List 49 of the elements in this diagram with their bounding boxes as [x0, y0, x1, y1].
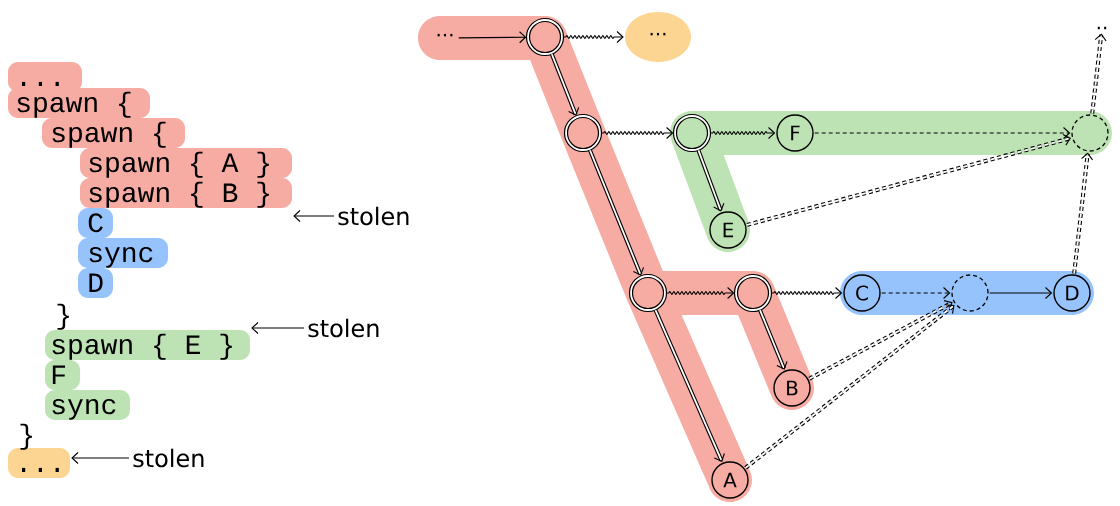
- arrow: [71, 451, 130, 465]
- blob: ···: [625, 12, 691, 62]
- arrow: [563, 30, 624, 44]
- arrow: [881, 286, 951, 300]
- arrow: [1090, 33, 1107, 115]
- annotation-text: stolen: [308, 318, 379, 338]
- arrow: [550, 53, 580, 116]
- code-line: sync: [89, 246, 153, 268]
- arrow: [251, 321, 305, 335]
- code-line: sync: [52, 398, 116, 420]
- code-line: spawn { B }: [89, 181, 269, 208]
- annotation-text: stolen: [338, 206, 409, 226]
- arrow: [989, 286, 1053, 300]
- arrow: [710, 126, 776, 140]
- code-line: spawn {: [52, 121, 166, 148]
- code-line: spawn {: [17, 91, 131, 118]
- code-line: D: [89, 273, 103, 292]
- double-circle: [733, 273, 773, 313]
- ellipsis-text: ···: [437, 33, 453, 37]
- double-circle: [563, 113, 603, 153]
- code-line: C: [88, 213, 103, 233]
- code-line: }: [57, 303, 69, 330]
- code-line: spawn { E }: [52, 333, 232, 360]
- arrow: [1072, 152, 1094, 275]
- arrow: [744, 304, 955, 470]
- arrow: [696, 149, 725, 212]
- arrow: [814, 126, 1071, 140]
- arrow: [458, 31, 527, 44]
- arrow: [771, 286, 843, 300]
- code-line: ...: [22, 467, 59, 472]
- arrow: [808, 300, 953, 381]
- arrow: [293, 209, 335, 223]
- code-line: spawn { A }: [89, 151, 269, 178]
- code-line: F: [52, 365, 66, 384]
- arrow: [758, 309, 788, 370]
- sync-circle: [951, 274, 989, 312]
- arrow: [653, 309, 725, 462]
- ellipsis-text: ..: [1097, 26, 1107, 30]
- code-line: ...: [22, 81, 59, 86]
- arrow: [666, 286, 735, 300]
- sync-circle: [1071, 114, 1109, 152]
- double-circle: [672, 113, 712, 153]
- arrow: [746, 134, 1071, 227]
- double-circle: [525, 17, 565, 57]
- arrow: [601, 126, 674, 140]
- annotation-text: stolen: [133, 448, 204, 468]
- code-line: }: [20, 423, 32, 450]
- arrow: [588, 149, 645, 276]
- double-circle: [628, 273, 668, 313]
